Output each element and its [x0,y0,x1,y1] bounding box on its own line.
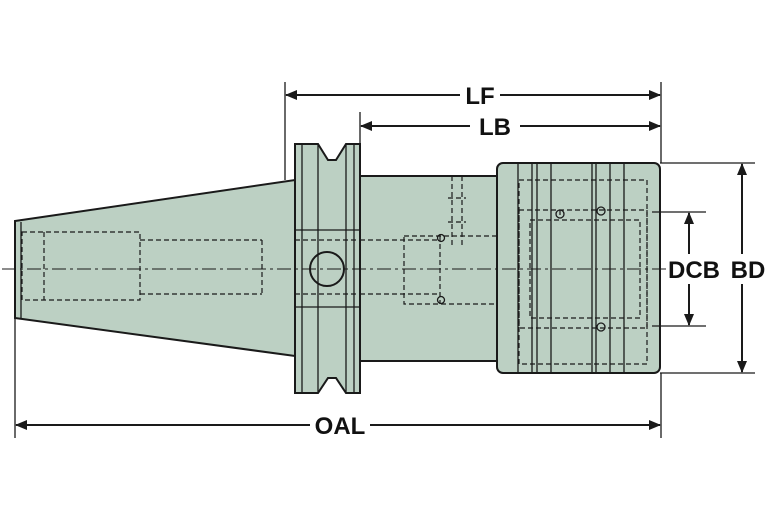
taper-shank [14,178,296,358]
label-dcb: DCB [668,257,720,284]
extension-lines [14,82,755,438]
label-lb: LB [479,114,511,141]
dimension-lf: LF [285,83,661,110]
dimension-bd: BD [731,163,766,373]
label-oal: OAL [315,413,366,440]
dimension-dcb: DCB [668,212,720,326]
label-lf: LF [465,83,494,110]
dimension-lb: LB [360,114,661,141]
clamping-head [496,162,661,374]
dimension-oal: OAL [15,413,661,440]
label-bd: BD [731,257,766,284]
